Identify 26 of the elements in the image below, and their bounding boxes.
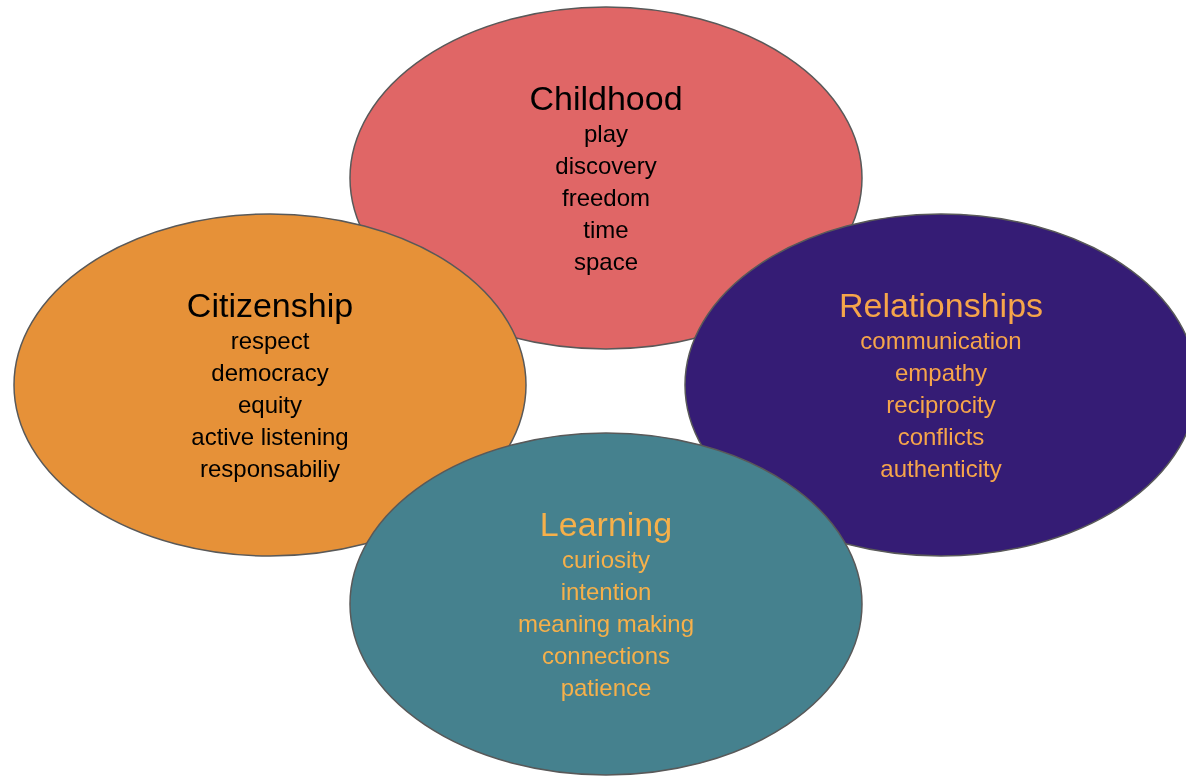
list-item: discovery: [555, 151, 657, 181]
list-item: meaning making: [517, 609, 695, 639]
list-item: communication: [860, 326, 1022, 356]
heading: Relationships: [838, 285, 1044, 325]
list-item: authenticity: [880, 454, 1002, 484]
heading: Learning: [539, 504, 673, 544]
ellipse-node: [349, 432, 863, 776]
list-item: conflicts: [897, 422, 985, 452]
heading: Childhood: [529, 78, 683, 118]
list-item: space: [573, 247, 638, 277]
list-item: time: [583, 215, 629, 245]
list-item: play: [584, 119, 628, 149]
list-item: responsabiliy: [199, 454, 341, 484]
list-item: curiosity: [562, 545, 650, 575]
list-item: democracy: [211, 358, 329, 388]
ellipse-node: [13, 213, 527, 557]
list-item: reciprocity: [886, 390, 996, 420]
list-item: active listening: [191, 422, 349, 452]
list-item: freedom: [561, 183, 650, 213]
list-item: equity: [237, 390, 302, 420]
list-item: empathy: [894, 358, 988, 388]
list-item: patience: [560, 673, 652, 703]
list-item: respect: [230, 326, 310, 356]
list-item: connections: [541, 641, 671, 671]
heading: Citizenship: [186, 285, 354, 325]
list-item: intention: [560, 577, 652, 607]
